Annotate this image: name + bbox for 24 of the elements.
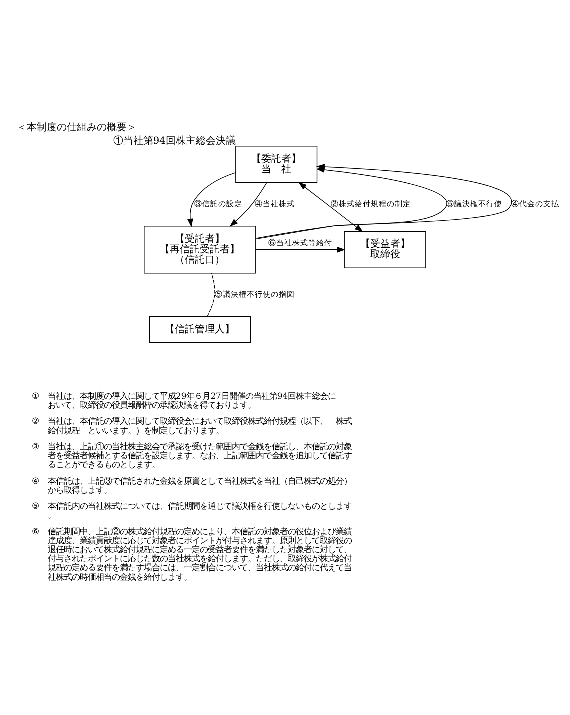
arrow — [230, 182, 268, 227]
node-box: 【委託者】 当 社 — [236, 146, 318, 184]
diagram-title: ＜本制度の仕組みの概要＞ — [16, 122, 137, 134]
node-label: ①当社第94回株主総会決議 — [113, 136, 236, 147]
label: 当社は、上記①の当社株主総会で承認を受けた範囲内で金銭を信託し、本信託の対象者を受益者候補とする信託を設定します。なお、上記範囲内で金銭を追加して信託することができるものとします。 — [48, 441, 352, 470]
label: ① — [32, 390, 39, 401]
arrow — [298, 182, 364, 232]
node-box: 【受託者】 【再信託受託者】 （信託口） — [144, 226, 256, 274]
arrow — [188, 172, 236, 228]
label: 本信託内の当社株式については、信託期間を通じて議決権を行使しないものとします。 — [48, 501, 352, 520]
node-box: 【受益者】 取締役 — [344, 231, 426, 268]
label: 本信託は、上記③で信託された金銭を原資として当社株式を当社（自己株式の処分）から取得します。 — [48, 476, 352, 495]
arrow — [256, 164, 512, 239]
label: 当社は、本信託の導入に関して取締役会において取締役株式給付規程（以下、「株式給付規程」といいます。）を制定しております。 — [48, 416, 352, 436]
label: ② — [32, 416, 39, 426]
label: ③ — [32, 441, 39, 452]
node-box: 【信託管理人】 — [149, 316, 251, 344]
connector — [207, 273, 216, 318]
label: ⑥ — [32, 526, 39, 536]
label: ⑤ — [32, 501, 39, 512]
arrow — [256, 246, 346, 253]
label: ④ — [32, 476, 39, 486]
label: 当社は、本制度の導入に関して平成29年６月27日開催の当社第94回株主総会において、取締役の役員報酬枠の承認決議を得ております。 — [48, 390, 336, 410]
label: 信託期間中、上記②の株式給付規程の定めにより、本信託の対象者の役位および業績達成度、業績貢献度に応じて対象者にポイントが付与されます。原則として取締役の退任時において株式給付規程に定める一定の受益者要件を満たした対象者に対して、付与されたポイントに応じた数の当社株式を給付します。ただし、取締役が株式給付規程の定める要件を満たす場合には、一定割合について、当社株式の給付に代えて当社株式の時価相当の金銭を給付します。 — [48, 526, 352, 582]
